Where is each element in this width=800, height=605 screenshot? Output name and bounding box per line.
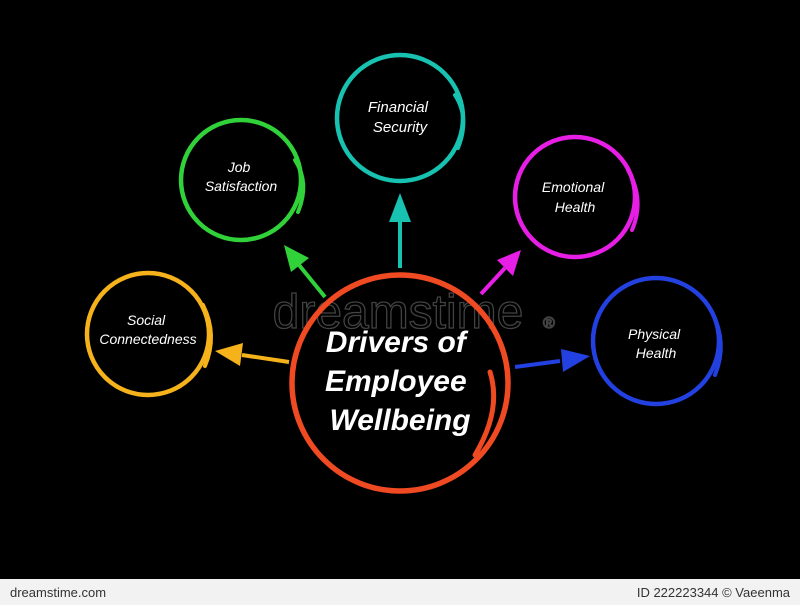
arrow-emotional-health	[479, 266, 507, 296]
node-label: Physical Health	[628, 326, 684, 361]
node-label-line: Physical	[628, 326, 681, 342]
node-job-satisfaction: Job Satisfaction	[178, 117, 306, 243]
node-label-line: Connectedness	[99, 331, 196, 347]
arrowhead-social-connectedness	[215, 343, 243, 366]
node-ring-stroke-tail	[626, 168, 640, 232]
arrow-physical-health	[514, 359, 561, 369]
node-label-line: Security	[373, 119, 429, 136]
node-label-line: Financial	[368, 99, 429, 116]
node-ring-stroke-tail	[201, 303, 214, 368]
node-label-line: Emotional	[542, 179, 605, 195]
node-label: Social Connectedness	[99, 312, 196, 347]
arrowhead-emotional-health	[497, 250, 521, 276]
node-financial-security: Financial Security	[334, 52, 466, 184]
arrowhead-financial-security	[389, 193, 411, 222]
arrow-social-connectedness	[241, 353, 290, 364]
node-ring	[334, 52, 466, 184]
node-ring-stroke-tail	[453, 93, 466, 150]
node-ring	[512, 134, 638, 260]
node-emotional-health: Emotional Health	[512, 134, 640, 260]
center-title: Drivers of Employee Wellbeing	[325, 326, 475, 437]
node-label-line: Satisfaction	[205, 178, 278, 194]
arrow-job-satisfaction	[297, 263, 327, 299]
arrowhead-physical-health	[561, 349, 590, 372]
node-label-line: Health	[555, 199, 596, 215]
center-ring-stroke-tail	[472, 369, 497, 458]
arrowhead-job-satisfaction	[284, 245, 309, 272]
node-ring-stroke-tail	[293, 158, 306, 214]
watermark-footer-banner: dreamstime.com ID 222223344 © Vaeenma	[0, 579, 800, 605]
node-ring-stroke-tail	[710, 310, 723, 377]
center-title-line: Drivers of	[326, 326, 469, 359]
node-label: Emotional Health	[542, 179, 608, 215]
node-social-connectedness: Social Connectedness	[84, 270, 214, 398]
connector-arrows	[215, 193, 590, 372]
center-ring	[289, 272, 511, 494]
node-label-line: Job	[227, 159, 251, 175]
node-physical-health: Physical Health	[590, 275, 723, 407]
node-label-line: Health	[636, 345, 677, 361]
center-title-line: Employee	[325, 365, 467, 398]
footer-image-id: ID 222223344 © Vaeenma	[636, 584, 790, 600]
center-node: Drivers of Employee Wellbeing	[289, 272, 511, 494]
center-title-line: Wellbeing	[329, 404, 470, 437]
node-label: Job Satisfaction	[205, 159, 278, 194]
node-label-line: Social	[127, 312, 166, 328]
node-label: Financial Security	[368, 99, 432, 136]
footer-site-name: dreamstime.com	[10, 584, 107, 600]
watermark-registered-mark: ®	[543, 315, 555, 332]
